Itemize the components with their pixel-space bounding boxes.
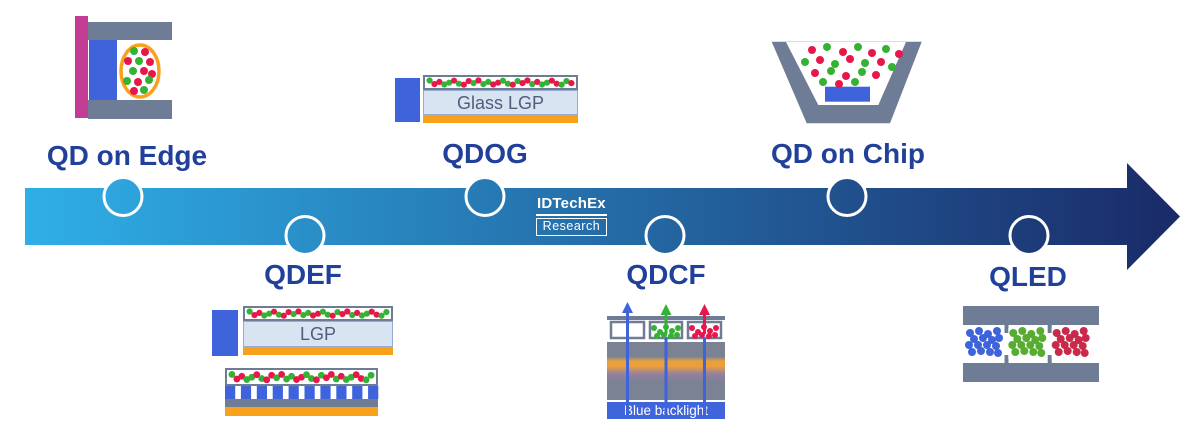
timeline-node-qled [1008, 215, 1050, 256]
watermark-brand: IDTechEx [536, 195, 607, 216]
qled-divider [1047, 325, 1052, 333]
edge-light-guide [89, 40, 117, 107]
qled-divider [1047, 355, 1052, 363]
timeline-node-qdef [284, 215, 326, 256]
timeline-node-qd-on-chip [826, 176, 868, 217]
qdog-led [395, 78, 420, 122]
qdog-illustration: Glass LGP [393, 75, 580, 125]
qled-illustration [963, 306, 1099, 382]
qdog-glass-lgp-layer: Glass LGP [423, 90, 578, 115]
qd-on-chip-illustration [771, 41, 922, 124]
qled-bottom-electrode [963, 363, 1099, 382]
timeline-node-qd-on-edge [102, 176, 144, 217]
qdef-reflector-layer-2 [225, 407, 378, 416]
node-label-qd-on-chip: QD on Chip [771, 138, 925, 169]
qdef-qd-film-strip-2 [225, 368, 378, 386]
chip-qd-dots [801, 43, 903, 88]
timeline-node-qdog [464, 176, 506, 217]
qdef-bottom-stack [225, 368, 379, 416]
qdog-qd-film-strip [423, 75, 578, 90]
edge-led-bar [75, 16, 88, 118]
edge-top-plate [88, 22, 172, 40]
chip-blue-led-die [825, 86, 870, 102]
qled-top-electrode [963, 306, 1099, 325]
qdcf-blue-light-arrows [626, 311, 706, 419]
qdog-glass-lgp-text: Glass LGP [456, 92, 545, 113]
timeline-node-qdcf [644, 215, 686, 256]
edge-bottom-plate [88, 100, 172, 119]
node-label-qdcf: QDCF [626, 259, 706, 290]
qdef-reflector-layer [243, 347, 393, 355]
qdcf-illustration: Blue backlight [607, 302, 725, 419]
edge-qd-dots [123, 47, 156, 95]
qled-divider [1004, 355, 1009, 363]
qdef-top-stack: LGP [243, 306, 393, 355]
qdef-led [212, 310, 238, 356]
node-label-qd-on-edge: QD on Edge [46, 140, 208, 171]
qdef-prism-layer [225, 386, 379, 399]
idtechex-watermark: IDTechEx Research [536, 195, 607, 237]
qdef-diffuser-layer [225, 399, 378, 407]
node-label-qled: QLED [989, 261, 1067, 292]
node-label-qdog: QDOG [442, 138, 528, 169]
qd-on-edge-illustration [75, 16, 172, 119]
qled-divider [1004, 325, 1009, 333]
node-label-qdef: QDEF [264, 259, 342, 290]
qdef-lgp-layer: LGP [243, 321, 393, 347]
qdcf-emission-arrows [622, 302, 710, 334]
watermark-research: Research [536, 217, 607, 237]
qdef-lgp-text: LGP [299, 324, 337, 344]
qdog-stack: Glass LGP [423, 75, 578, 123]
qdef-qd-film-strip [243, 306, 393, 321]
qdef-illustration: LGP [211, 306, 393, 418]
qled-qd-dots [965, 327, 1090, 357]
qdog-reflector-layer [423, 115, 578, 123]
